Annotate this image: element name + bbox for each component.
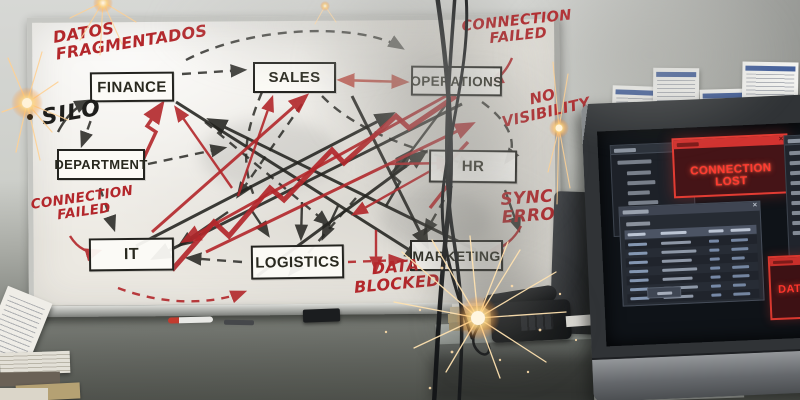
annotation-data-blocked: DATA BLOCKED [353, 255, 441, 297]
diagram-box-it: IT [88, 237, 175, 272]
diagram-box-logistics: LOGISTICS [250, 244, 345, 280]
box-label: OPERATIONS [410, 73, 503, 89]
box-label: HR [461, 157, 485, 176]
box-label: FINANCE [97, 78, 167, 96]
phone-keypad [520, 313, 554, 331]
data-alert-text: DATA [777, 282, 800, 296]
diagram-box-department: DEPARTMENT [54, 149, 148, 180]
connection-lost-text: CONNECTION LOST [690, 162, 772, 189]
right-list-panel[interactable] [783, 133, 800, 266]
red-marker [167, 316, 214, 324]
dark-marker [223, 319, 255, 326]
monitor-chin [591, 347, 800, 400]
monitor: ✕ ✕ CONNECTION LOST ✕ [580, 93, 800, 400]
diagram-box-operations: OPERATIONS [410, 65, 503, 97]
panel-titlebar [784, 134, 800, 146]
diagram-box-finance: FINANCE [89, 71, 175, 103]
connection-lost-dialog: ✕ CONNECTION LOST [671, 133, 790, 199]
box-label: DEPARTMENT [54, 157, 148, 172]
diagram-box-hr: HR [428, 149, 518, 184]
box-label: IT [123, 245, 140, 263]
data-table-window[interactable]: ✕ [618, 200, 765, 307]
dialog-titlebar: ✕ [673, 135, 786, 150]
table-sublabel-bar [626, 221, 651, 226]
box-label: SALES [268, 69, 321, 86]
monitor-screen: ✕ ✕ CONNECTION LOST ✕ [597, 121, 800, 347]
dialog-titlebar [769, 255, 800, 267]
box-label: LOGISTICS [255, 252, 340, 272]
table-rows [624, 234, 760, 304]
diagram-box-sales: SALES [253, 62, 336, 93]
data-alert-dialog: DATA [767, 253, 800, 321]
whiteboard-eraser [302, 308, 341, 323]
paper-stack [0, 388, 48, 400]
table-action-button[interactable] [646, 286, 682, 299]
whiteboard-smudge [200, 120, 340, 190]
close-icon[interactable]: ✕ [752, 202, 758, 209]
